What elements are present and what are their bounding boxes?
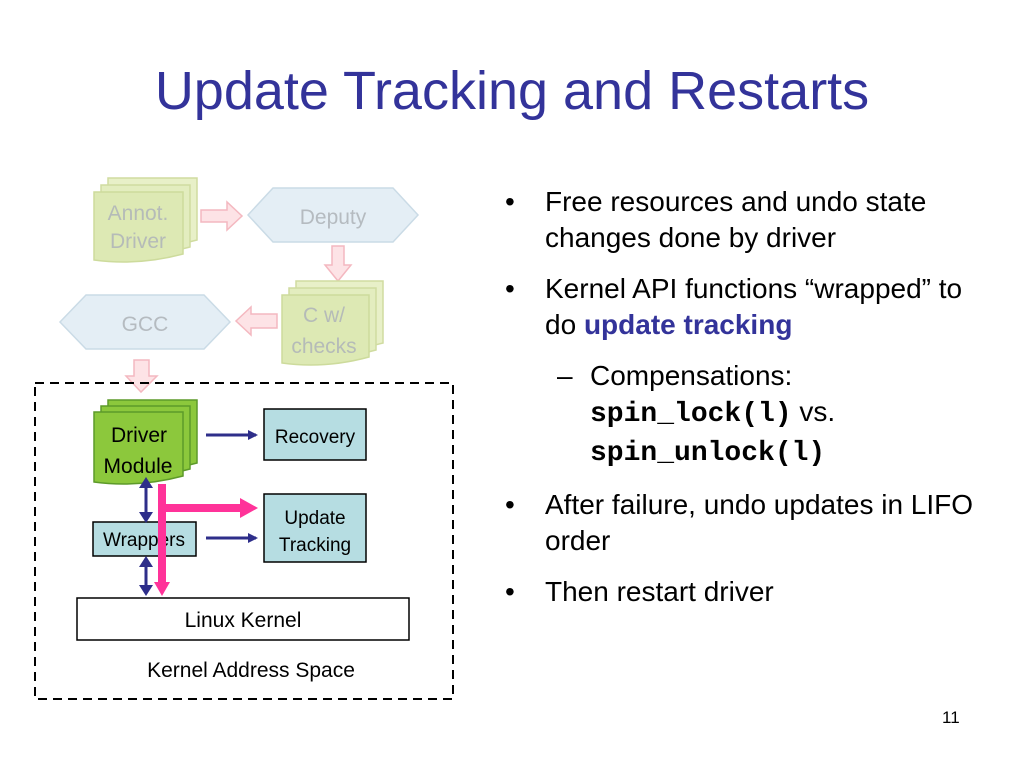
annot-driver-doc: Annot. Driver: [93, 177, 198, 263]
code-spin-lock: spin_lock(l): [590, 399, 792, 430]
linux-kernel-box: Linux Kernel: [76, 597, 410, 641]
bullet-text: Then restart driver: [545, 576, 774, 607]
bullet-item: • Then restart driver: [505, 574, 985, 610]
vs-text: vs.: [791, 396, 836, 427]
deputy-hexagon: Deputy: [246, 187, 420, 243]
pipeline-diagram: Annot. Driver Deputy C w/ checks GCC Dri…: [34, 177, 454, 700]
update-tracking-label-2: Tracking: [279, 535, 351, 556]
bullet-dot-icon: •: [505, 186, 515, 217]
annot-driver-label-1: Annot.: [108, 202, 169, 225]
driver-module-doc: Driver Module: [93, 399, 198, 485]
arrow-deputy-to-c: [323, 245, 353, 283]
recovery-label: Recovery: [275, 427, 356, 448]
code-spin-unlock: spin_unlock(l): [590, 438, 826, 469]
arrow-wrappers-kernel-double: [139, 556, 153, 596]
gcc-label: GCC: [122, 313, 169, 336]
bullet-text: Free resources and undo state changes do…: [545, 186, 927, 253]
recovery-box: Recovery: [263, 408, 367, 461]
wrappers-box: Wrappers: [92, 521, 197, 557]
bullet-list: • Free resources and undo state changes …: [505, 184, 985, 625]
bullet-item: • Free resources and undo state changes …: [505, 184, 985, 256]
bullet-item: • Kernel API functions “wrapped” to do u…: [505, 271, 985, 343]
page-number: 11: [942, 708, 960, 727]
gcc-hexagon: GCC: [58, 294, 232, 350]
slide-title: Update Tracking and Restarts: [154, 61, 870, 121]
annot-driver-label-2: Driver: [110, 230, 166, 253]
arrow-gcc-to-kernel: [124, 359, 159, 394]
driver-module-label-1: Driver: [111, 424, 167, 447]
arrow-c-to-gcc: [234, 305, 278, 337]
deputy-label: Deputy: [300, 206, 367, 229]
linux-kernel-label: Linux Kernel: [185, 609, 302, 632]
update-tracking-box: Update Tracking: [263, 493, 367, 563]
c-checks-doc: C w/ checks: [281, 280, 384, 366]
pink-tracking-arrows: [154, 484, 258, 596]
c-checks-label-2: checks: [291, 335, 356, 358]
kernel-address-space-box: [34, 382, 454, 700]
dash-icon: –: [557, 360, 573, 391]
kernel-address-space-label: Kernel Address Space: [147, 659, 355, 682]
bullet-item: • After failure, undo updates in LIFO or…: [505, 487, 985, 559]
bullet-dot-icon: •: [505, 489, 515, 520]
bullet-text: After failure, undo updates in LIFO orde…: [545, 489, 974, 556]
bullet-dot-icon: •: [505, 273, 515, 304]
bullet-highlight: update tracking: [583, 309, 793, 340]
wrappers-label: Wrappers: [103, 530, 185, 551]
update-tracking-label-1: Update: [284, 508, 345, 529]
bullet-text: Kernel API functions “wrapped” to do: [545, 273, 963, 340]
sub-bullet-item: – Compensations: spin_lock(l) vs. spin_u…: [505, 358, 985, 472]
arrow-driver-wrappers-double: [139, 477, 153, 523]
c-checks-label-1: C w/: [303, 304, 345, 327]
sub-bullet-text: Compensations:: [590, 360, 793, 391]
arrow-annot-to-deputy: [200, 200, 244, 232]
driver-module-label-2: Module: [104, 455, 173, 478]
bullet-dot-icon: •: [505, 576, 515, 607]
